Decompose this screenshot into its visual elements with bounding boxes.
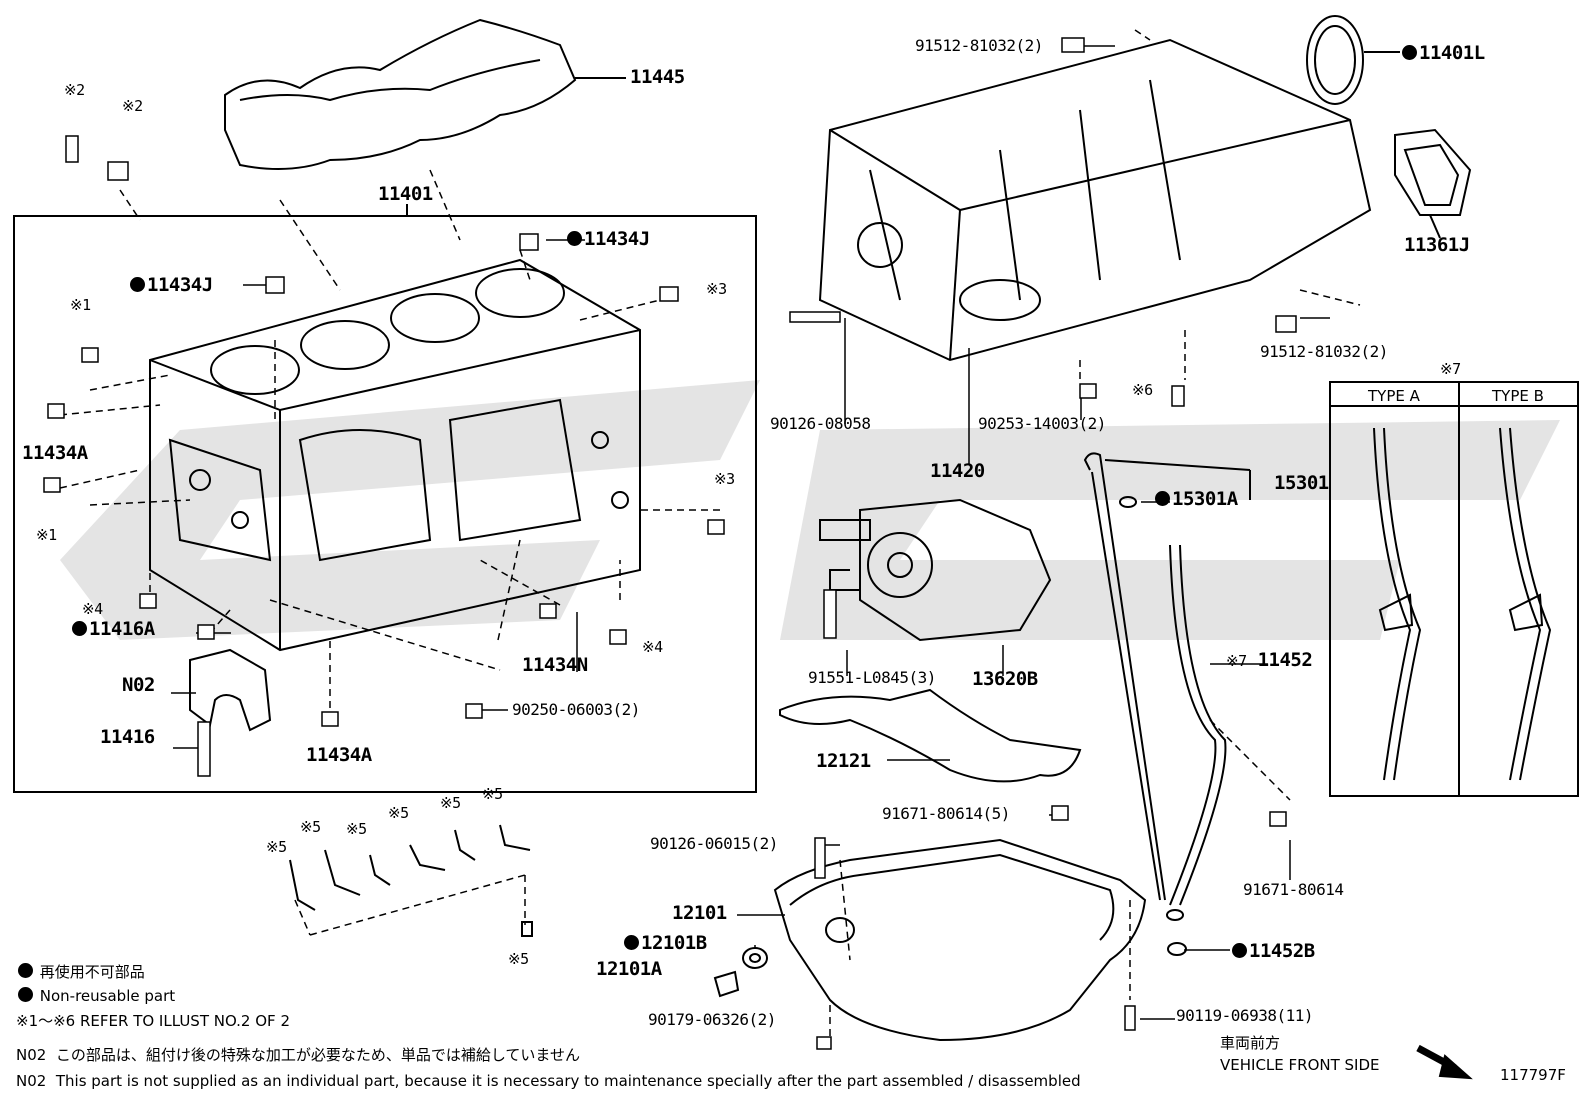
part-11434A-left[interactable]: 11434A bbox=[22, 442, 88, 464]
part-11434N[interactable]: 11434N bbox=[522, 654, 588, 676]
mark-2a: ※2 bbox=[64, 81, 85, 99]
reference-number: 117797F bbox=[1500, 1066, 1566, 1084]
oil-jets bbox=[289, 824, 533, 937]
part-90179-06326[interactable]: 90179-06326(2) bbox=[648, 1010, 776, 1029]
part-91671-80614-5[interactable]: 91671-80614(5) bbox=[882, 804, 1010, 823]
part-91512-81032-top[interactable]: 91512-81032(2) bbox=[915, 36, 1043, 55]
part-15301[interactable]: 15301 bbox=[1274, 472, 1329, 494]
part-11401[interactable]: 11401 bbox=[378, 183, 433, 205]
part-90253-14003[interactable]: 90253-14003(2) bbox=[978, 414, 1106, 433]
drain-plug-12101A bbox=[713, 970, 740, 998]
legend-refer: ※1～※6 REFER TO ILLUST NO.2 OF 2 bbox=[16, 1012, 290, 1030]
legend-dot-icon bbox=[18, 963, 33, 978]
drain-plug-gasket-12101B bbox=[742, 947, 768, 969]
part-11416A[interactable]: 11416A bbox=[72, 620, 155, 639]
vehicle-front-jp: 車両前方 bbox=[1220, 1034, 1281, 1052]
oil-pan-upper-drawing bbox=[818, 38, 1372, 362]
part-15301A[interactable]: 15301A bbox=[1155, 490, 1238, 509]
non-reusable-dot-icon bbox=[567, 231, 582, 246]
note-n02-en: N02 This part is not supplied as an indi… bbox=[16, 1072, 1081, 1090]
mark-5a: ※5 bbox=[266, 838, 287, 856]
part-11401L[interactable]: 11401L bbox=[1402, 44, 1485, 63]
non-reusable-dot-icon bbox=[1402, 45, 1417, 60]
part-12101[interactable]: 12101 bbox=[672, 902, 727, 924]
mark-5b: ※5 bbox=[300, 818, 321, 836]
mark-2b: ※2 bbox=[122, 97, 143, 115]
part-11361J[interactable]: 11361J bbox=[1404, 234, 1470, 256]
baffle-plate-12121 bbox=[779, 688, 1082, 783]
part-90126-06015[interactable]: 90126-06015(2) bbox=[650, 834, 778, 853]
mark-5e: ※5 bbox=[440, 794, 461, 812]
engine-block-frame bbox=[13, 215, 757, 793]
type-box-mark: ※7 bbox=[1440, 360, 1461, 378]
oil-pan-lower-drawing bbox=[773, 838, 1147, 1042]
oring-15301A bbox=[1119, 496, 1137, 508]
bearing-cap-N02 bbox=[189, 648, 272, 732]
part-12101B[interactable]: 12101B bbox=[624, 934, 707, 953]
mark-3a: ※3 bbox=[706, 280, 727, 298]
insulator-11445-shape bbox=[224, 18, 577, 170]
oring-11452B bbox=[1167, 942, 1187, 956]
part-11452[interactable]: ※7 11452 bbox=[1226, 649, 1313, 671]
part-90126-08058[interactable]: 90126-08058 bbox=[770, 414, 871, 433]
vehicle-front-en: VEHICLE FRONT SIDE bbox=[1220, 1056, 1380, 1074]
note-n02-jp: N02 この部品は、組付け後の特殊な加工が必要なため、単品では補給していません bbox=[16, 1046, 580, 1064]
part-12101A[interactable]: 12101A bbox=[596, 958, 662, 980]
non-reusable-dot-icon bbox=[1155, 491, 1170, 506]
part-11445[interactable]: 11445 bbox=[630, 66, 685, 88]
part-11452B[interactable]: 11452B bbox=[1232, 942, 1315, 961]
oil-pump-13620B-drawing bbox=[819, 498, 1052, 642]
dipstick-15301 bbox=[1083, 452, 1166, 901]
part-11420[interactable]: 11420 bbox=[930, 460, 985, 482]
mark-5g: ※5 bbox=[508, 950, 529, 968]
part-91671-80614[interactable]: 91671-80614 bbox=[1243, 880, 1344, 899]
part-90250-06003[interactable]: 90250-06003(2) bbox=[512, 700, 640, 719]
part-11434J-top[interactable]: 11434J bbox=[567, 230, 650, 249]
dipstick-guide-11452 bbox=[1169, 544, 1217, 906]
part-N02[interactable]: N02 bbox=[122, 674, 155, 696]
cylinder-block-drawing bbox=[149, 258, 641, 652]
part-11434J-left[interactable]: 11434J bbox=[130, 276, 213, 295]
mark-5c: ※5 bbox=[346, 820, 367, 838]
legend-jp: 再使用不可部品 bbox=[18, 963, 145, 980]
part-12121[interactable]: 12121 bbox=[816, 750, 871, 772]
legend-dot-icon bbox=[18, 987, 33, 1002]
part-90119-06938[interactable]: 90119-06938(11) bbox=[1176, 1006, 1314, 1025]
mark-3b: ※3 bbox=[714, 470, 735, 488]
part-91512-81032-right[interactable]: 91512-81032(2) bbox=[1260, 342, 1388, 361]
part-13620B[interactable]: 13620B bbox=[972, 668, 1038, 690]
gasket-11361J bbox=[1394, 128, 1472, 216]
part-11416[interactable]: 11416 bbox=[100, 726, 155, 748]
mark-5d: ※5 bbox=[388, 804, 409, 822]
non-reusable-dot-icon bbox=[72, 621, 87, 636]
type-b-label: TYPE B bbox=[1492, 387, 1544, 405]
part-11434A-bottom[interactable]: 11434A bbox=[306, 744, 372, 766]
part-91551-L0845[interactable]: 91551-L0845(3) bbox=[808, 668, 936, 687]
non-reusable-dot-icon bbox=[130, 277, 145, 292]
mark-6: ※6 bbox=[1132, 381, 1153, 399]
mark-4a: ※4 bbox=[82, 600, 103, 618]
type-a-label: TYPE A bbox=[1368, 387, 1420, 405]
non-reusable-dot-icon bbox=[624, 935, 639, 950]
legend-en: Non-reusable part bbox=[18, 987, 175, 1004]
mark-1a: ※1 bbox=[70, 296, 91, 314]
non-reusable-dot-icon bbox=[1232, 943, 1247, 958]
mark-4b: ※4 bbox=[642, 638, 663, 656]
watermark-logo bbox=[60, 380, 1560, 640]
oil-seal-11401L bbox=[1306, 15, 1364, 105]
type-box bbox=[1329, 381, 1579, 797]
mark-1b: ※1 bbox=[36, 526, 57, 544]
mark-5f: ※5 bbox=[482, 785, 503, 803]
